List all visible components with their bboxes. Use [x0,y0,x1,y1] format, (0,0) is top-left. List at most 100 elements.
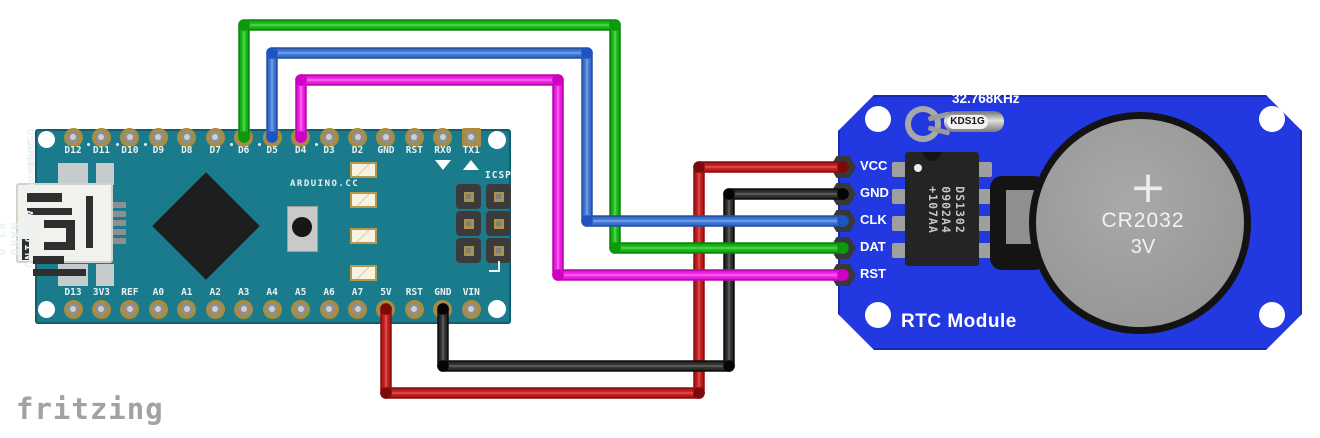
mounting-hole [1259,106,1285,132]
chip-marking-line: 0902A4 [939,186,954,234]
pin-gnd[interactable] [433,299,453,319]
icsp-pin[interactable] [456,238,481,263]
usb-detail [86,196,93,248]
pin-label-d7: D7 [209,145,221,156]
pin-label-5v: 5V [380,287,392,298]
pin-a2[interactable] [205,299,225,319]
pin-d9[interactable] [148,127,168,147]
pin-label-3v3: 3V3 [92,287,111,298]
pin-d8[interactable] [177,127,197,147]
model-line: V3.0 [0,222,8,258]
pin-d11[interactable] [91,127,111,147]
pin-d10[interactable] [120,127,140,147]
pin-label-d12: D12 [64,145,82,156]
wire-bend-data [238,19,250,31]
pin-a0[interactable] [148,299,168,319]
icsp-pin[interactable] [486,211,511,236]
pin-ref[interactable] [120,299,140,319]
usb-solder-pad [96,163,114,185]
wire-bend-data [609,19,621,31]
fritzing-watermark: fritzing [16,392,164,426]
pin-d5[interactable] [262,127,282,147]
chip-pin [978,162,992,177]
chip-pin [978,243,992,258]
mcu-chip [152,172,260,280]
pin-label-a0: A0 [152,287,165,298]
pin-d2[interactable] [348,127,367,147]
rtc-pin-label-gnd: GND [860,185,889,200]
pin-gnd[interactable] [376,127,396,147]
pin-rst[interactable] [404,299,424,319]
pin-a3[interactable] [234,299,254,319]
pin-3v3[interactable] [91,299,111,319]
pin-label-a5: A5 [294,287,307,298]
pin-label-d6: D6 [229,143,259,156]
pin-label-tx1: TX1 [462,145,480,156]
wire-bend-ground [723,360,735,372]
icsp-pin[interactable] [456,211,481,236]
pin-label-d13: D13 [64,287,82,298]
mounting-hole [37,130,55,148]
pin-rst[interactable] [404,127,424,147]
pin-label-ref: REF [121,287,139,298]
pin-label-gnd: GND [377,145,395,156]
chip-notch [923,152,941,161]
pin-label-a7: A7 [351,287,364,298]
usb-detail [33,269,86,276]
pin-d13[interactable] [63,299,83,319]
pin-d7[interactable] [205,127,225,147]
reset-button-cap[interactable] [292,217,312,237]
rx-arrow-icon [435,160,451,170]
tx-arrow-icon [463,160,479,170]
model-text: ARDUINO NANO V3.0 [0,197,35,283]
usb-solder-pad [96,264,114,286]
battery-model: CR2032 [1101,209,1185,232]
pin-label-d8: D8 [181,145,193,156]
pin-a4[interactable] [262,299,282,319]
rtc-module-board[interactable]: 32.768KHz KDS1G DS1302 0902A4 +107AA + C… [820,90,1320,360]
pin-d3[interactable] [319,127,339,147]
pin-vin[interactable] [461,299,481,319]
chip-pin1-dot [914,164,922,172]
arduino-nano-board[interactable]: USA 2009 ARDUINO.CC RST TX RX PWR L ARDU… [0,127,512,324]
pin-label-gnd: GND [434,287,452,298]
usb-contact [113,202,126,208]
pin-rx0[interactable] [433,127,453,147]
crystal-loop [905,106,941,142]
pin-5v[interactable] [376,299,396,319]
rtc-pin-label-clk: CLK [860,212,887,227]
usb-detail [33,256,64,264]
pin-a5[interactable] [291,299,311,319]
icsp-label: ICSP [485,170,512,181]
pin-label-a6: A6 [323,287,335,298]
usb-detail [44,220,75,250]
mounting-hole [865,106,891,132]
usb-detail [27,208,72,215]
tx-led [350,162,377,178]
chip-marking-line: DS1302 [953,186,967,234]
wire-bend-ground [723,188,735,200]
icsp-pin[interactable] [486,238,511,263]
pin-d6[interactable] [234,127,254,147]
pin-a1[interactable] [177,299,197,319]
icsp-pin[interactable] [456,184,481,209]
wire-bend-clock [266,47,278,59]
pin-a7[interactable] [348,299,367,319]
usb-detail [27,193,62,202]
icsp-pin[interactable] [486,184,511,209]
pin-d12[interactable] [63,127,83,147]
pin-a6[interactable] [319,299,339,319]
pin-tx1[interactable] [461,127,481,147]
chip-pin [892,189,906,204]
wire-bend-clock [581,47,593,59]
pin-d4[interactable] [291,127,311,147]
wire-bend-reset [295,74,307,86]
pin-label-a2: A2 [209,287,221,298]
rtc-pin-label-rst: RST [860,266,886,281]
mounting-hole [1259,302,1285,328]
wire-bend-data [609,242,621,254]
pin-label-d4: D4 [294,145,307,156]
usb-contact [113,211,126,217]
coin-cell-battery[interactable] [1029,112,1251,334]
rtc-module-title: RTC Module [901,311,1017,332]
